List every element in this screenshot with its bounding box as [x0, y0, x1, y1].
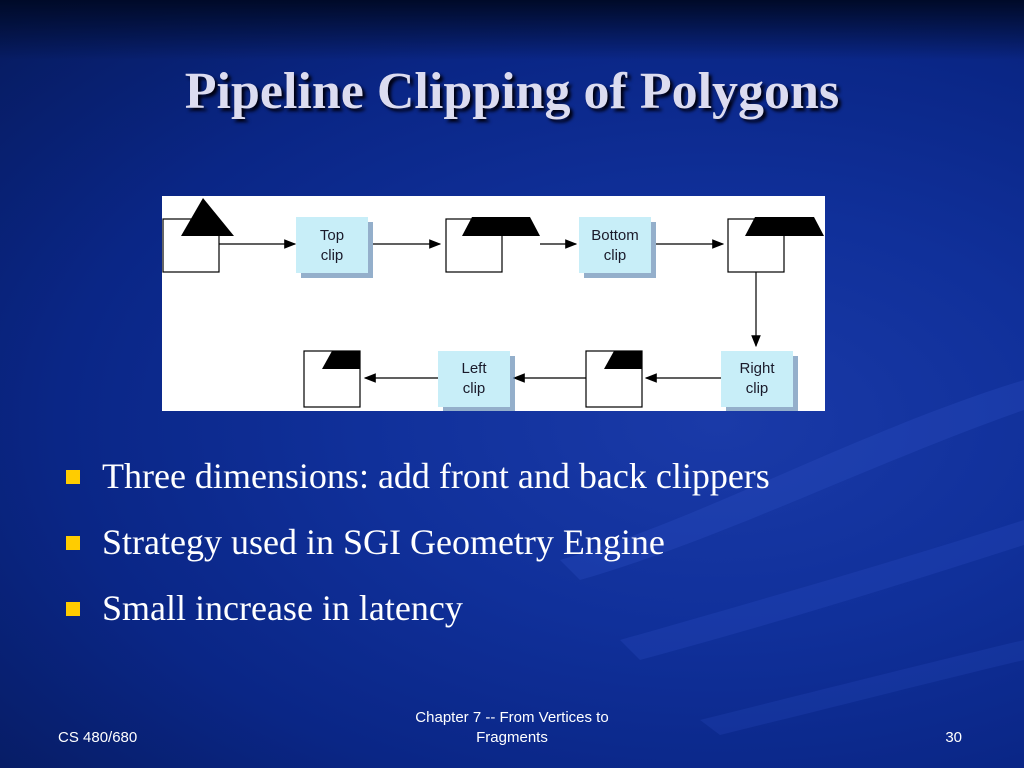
- pipeline-clipping-diagram: Top clip Bottom clip Right cli: [162, 196, 825, 411]
- left-clip-line1: Left: [461, 360, 487, 377]
- bullet-item: Small increase in latency: [60, 582, 1000, 648]
- right-clip-box: Right clip: [721, 351, 798, 411]
- footer-chapter: Chapter 7 -- From Vertices to Fragments: [415, 709, 609, 746]
- window-after-right-clip: [585, 350, 643, 408]
- bullet-item: Three dimensions: add front and back cli…: [60, 450, 1000, 516]
- top-shadow-band: [0, 0, 1024, 60]
- window-final-output: [303, 350, 361, 408]
- bottom-clip-box: Bottom clip: [579, 217, 656, 278]
- right-clip-line1: Right: [739, 360, 775, 377]
- input-window-1: [162, 198, 234, 273]
- bullet-text: Strategy used in SGI Geometry Engine: [102, 522, 665, 562]
- right-clip-line2: clip: [746, 380, 769, 397]
- bottom-clip-line2: clip: [604, 247, 627, 264]
- bullet-list: Three dimensions: add front and back cli…: [60, 450, 1000, 648]
- top-clip-line1: Top: [320, 227, 344, 244]
- bottom-clip-line1: Bottom: [591, 227, 639, 244]
- window-after-bottom-clip: [727, 217, 824, 273]
- square-bullet-icon: [66, 470, 80, 484]
- bullet-text: Small increase in latency: [102, 588, 463, 628]
- footer-page-number: 30: [945, 729, 962, 746]
- top-clip-box: Top clip: [296, 217, 373, 278]
- bullet-text: Three dimensions: add front and back cli…: [102, 456, 770, 496]
- square-bullet-icon: [66, 536, 80, 550]
- slide-title: Pipeline Clipping of Polygons: [184, 63, 840, 120]
- left-clip-line2: clip: [463, 380, 486, 397]
- left-clip-box: Left clip: [438, 351, 515, 411]
- bullet-item: Strategy used in SGI Geometry Engine: [60, 516, 1000, 582]
- square-bullet-icon: [66, 602, 80, 616]
- window-after-top-clip: [445, 217, 540, 273]
- top-clip-line2: clip: [321, 247, 344, 264]
- footer-course: CS 480/680: [58, 729, 138, 746]
